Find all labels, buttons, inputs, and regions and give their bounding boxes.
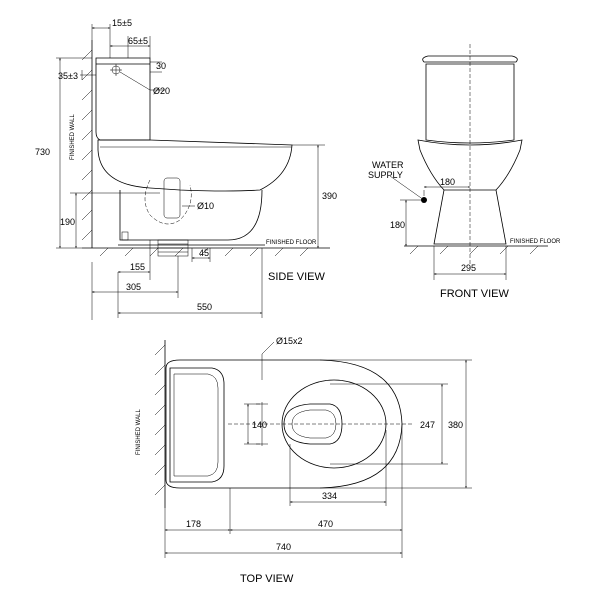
top-tank-inner — [173, 373, 219, 477]
water-supply-label-2: SUPPLY — [368, 170, 403, 180]
dim-phi15x2: Ø15x2 — [276, 336, 303, 346]
dim-front-180-v: 180 — [390, 220, 405, 230]
front-view: WATER SUPPLY 180 180 295 FINISHED FLOOR … — [368, 44, 561, 300]
front-bowl — [417, 139, 523, 191]
dim-740: 740 — [276, 542, 291, 552]
dim-45: 45 — [199, 248, 209, 258]
dim-380: 380 — [448, 420, 463, 430]
dim-190: 190 — [60, 217, 75, 227]
dim-65: 65±5 — [128, 36, 148, 46]
top-wall-hatch — [154, 344, 166, 496]
dim-front-295: 295 — [461, 263, 476, 273]
top-view-title: TOP VIEW — [240, 573, 294, 585]
dim-15: 15±5 — [112, 18, 132, 28]
dim-305: 305 — [126, 282, 141, 292]
side-pedestal — [119, 189, 263, 241]
side-finished-floor-label: FINISHED FLOOR — [266, 240, 317, 246]
side-finished-wall-label: FINISHED WALL — [70, 114, 76, 160]
dim-550: 550 — [197, 302, 212, 312]
side-view: 730 190 35±3 FINISHED WALL 15±5 65±5 30 … — [35, 18, 337, 320]
front-floor-hatch — [409, 245, 539, 255]
dim-155: 155 — [130, 262, 145, 272]
dim-470: 470 — [318, 519, 333, 529]
side-view-title: SIDE VIEW — [268, 271, 325, 283]
dim-390: 390 — [322, 191, 337, 201]
top-view: FINISHED WALL Ø15x2 140 247 380 — [136, 336, 472, 585]
dim-730: 730 — [35, 147, 50, 157]
dim-178: 178 — [186, 519, 201, 529]
dim-334: 334 — [322, 491, 337, 501]
water-supply-label-1: WATER — [372, 160, 404, 170]
dim-140: 140 — [252, 420, 267, 430]
dim-front-180-h: 180 — [440, 177, 455, 187]
side-tank — [95, 57, 151, 141]
front-tank-lid — [422, 55, 518, 63]
front-pedestal — [433, 189, 507, 245]
top-finished-wall-label: FINISHED WALL — [136, 409, 142, 455]
side-trapway — [144, 179, 192, 225]
dim-35: 35±3 — [58, 71, 78, 81]
dim-30: 30 — [156, 61, 166, 71]
top-tank — [169, 367, 225, 483]
front-finished-floor-label: FINISHED FLOOR — [510, 239, 561, 245]
dim-247: 247 — [420, 420, 435, 430]
front-tank — [425, 63, 515, 144]
dim-phi20: Ø20 — [153, 86, 170, 96]
side-bowl — [97, 139, 293, 192]
side-floor-hatch — [99, 247, 309, 257]
side-wall-hatch — [81, 49, 93, 241]
dim-phi10: Ø10 — [197, 201, 214, 211]
side-trap-body — [163, 177, 181, 219]
front-view-title: FRONT VIEW — [440, 288, 509, 300]
side-supply-valve — [121, 231, 129, 241]
